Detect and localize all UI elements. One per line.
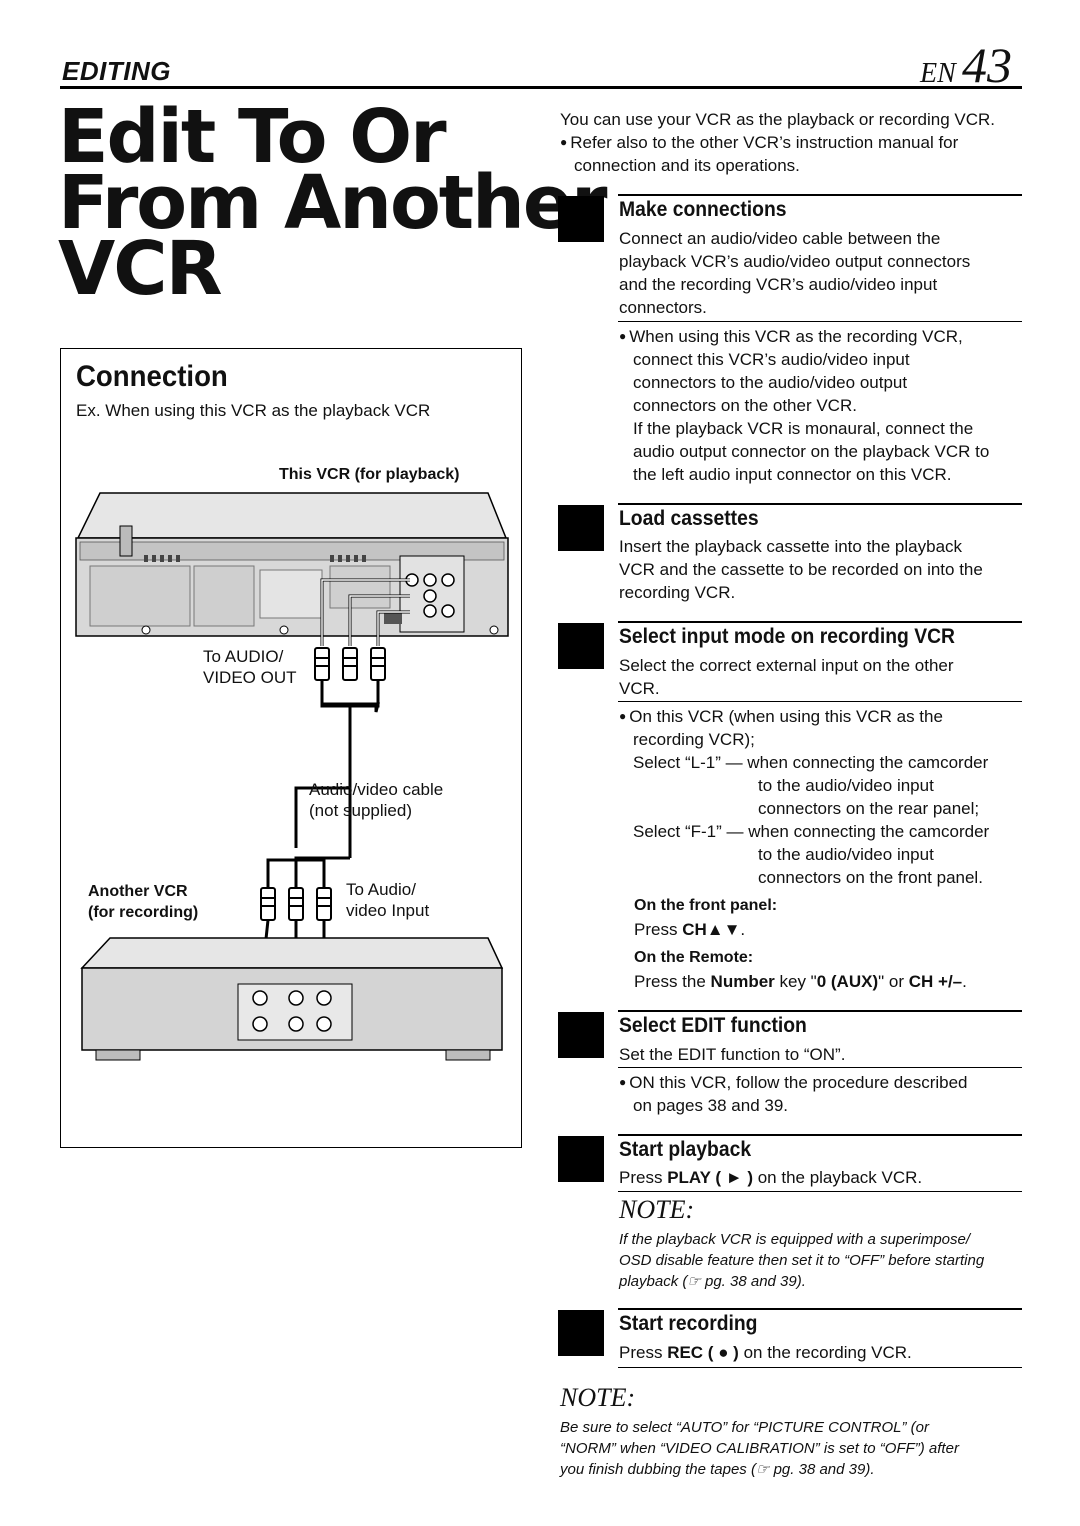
playback-vcr-illustration bbox=[75, 492, 509, 637]
connection-example: Ex. When using this VCR as the playback … bbox=[76, 401, 431, 420]
step2-body: Insert the playback cassette into the pl… bbox=[619, 537, 983, 602]
step2-marker bbox=[558, 505, 604, 551]
note1-text: If the playback VCR is equipped with a s… bbox=[619, 1231, 985, 1290]
step4-marker bbox=[558, 1012, 604, 1058]
output-plugs bbox=[314, 647, 386, 681]
intro: You can use your VCR as the playback or … bbox=[560, 110, 995, 175]
to-input-label: To Audio/ video Input bbox=[346, 880, 430, 920]
step4-bullet: ●ON this VCR, follow the procedure descr… bbox=[619, 1073, 968, 1115]
connection-heading: Connection bbox=[76, 360, 228, 393]
step4-sub-rule bbox=[618, 1067, 1022, 1068]
note1-heading: NOTE: bbox=[619, 1195, 695, 1224]
step5-marker bbox=[558, 1136, 604, 1182]
step1-title: Make connections bbox=[619, 198, 787, 221]
step3-marker bbox=[558, 623, 604, 669]
step3-body: Select the correct external input on the… bbox=[619, 656, 954, 698]
another-vcr-label: Another VCR (for recording) bbox=[88, 883, 199, 921]
step3-bullet: ●On this VCR (when using this VCR as the… bbox=[619, 707, 990, 887]
header-rule bbox=[60, 86, 1022, 89]
this-vcr-label: This VCR (for playback) bbox=[279, 466, 460, 483]
recording-vcr-illustration bbox=[80, 937, 504, 1061]
step5-rule bbox=[618, 1134, 1022, 1136]
to-audio-out-label: To AUDIO/ VIDEO OUT bbox=[203, 647, 297, 687]
title-line-2: From Another bbox=[58, 160, 608, 246]
step1-marker bbox=[558, 196, 604, 242]
front-panel-instruction: Press CH▲▼. bbox=[634, 920, 746, 939]
step3-sub-rule bbox=[618, 701, 1022, 702]
step5-body: Press PLAY ( ► ) on the playback VCR. bbox=[619, 1168, 923, 1187]
step1-bullet: ●When using this VCR as the recording VC… bbox=[619, 327, 990, 484]
input-plugs bbox=[260, 887, 332, 921]
note2-heading: NOTE: bbox=[560, 1383, 636, 1412]
step4-body: Set the EDIT function to “ON”. bbox=[619, 1045, 846, 1064]
step1-body: Connect an audio/video cable between the… bbox=[619, 229, 971, 317]
page-title: Edit To Or From Another VCR bbox=[58, 94, 608, 312]
page-lang: EN bbox=[920, 58, 956, 89]
step3-title: Select input mode on recording VCR bbox=[619, 625, 955, 648]
step3-rule bbox=[618, 621, 1022, 623]
step6-title: Start recording bbox=[619, 1312, 758, 1335]
step6-marker bbox=[558, 1310, 604, 1356]
title-line-1: Edit To Or bbox=[58, 94, 447, 180]
step2-rule bbox=[618, 503, 1022, 505]
step5-sub-rule bbox=[618, 1191, 1022, 1192]
step1-sub-rule bbox=[618, 321, 1022, 322]
step4-rule bbox=[618, 1010, 1022, 1012]
step1-rule bbox=[618, 194, 1022, 196]
section-label: EDITING bbox=[62, 56, 171, 86]
cable-label: Audio/video cable (not supplied) bbox=[309, 780, 444, 820]
remote-heading: On the Remote: bbox=[634, 949, 754, 966]
connection-diagram bbox=[75, 492, 509, 1061]
step6-body: Press REC ( ● ) on the recording VCR. bbox=[619, 1343, 912, 1362]
step4-title: Select EDIT function bbox=[619, 1014, 807, 1037]
step5-title: Start playback bbox=[619, 1138, 752, 1161]
note2-text: Be sure to select “AUTO” for “PICTURE CO… bbox=[560, 1419, 959, 1478]
step6-sub-rule bbox=[618, 1367, 1022, 1368]
page-number: 43 bbox=[962, 37, 1012, 93]
step6-rule bbox=[618, 1308, 1022, 1310]
step2-title: Load cassettes bbox=[619, 507, 759, 530]
front-panel-heading: On the front panel: bbox=[634, 897, 778, 914]
remote-instruction: Press the Number key "0 (AUX)" or CH +/–… bbox=[634, 972, 967, 991]
title-line-3: VCR bbox=[58, 226, 223, 312]
connection-panel bbox=[60, 348, 522, 1148]
